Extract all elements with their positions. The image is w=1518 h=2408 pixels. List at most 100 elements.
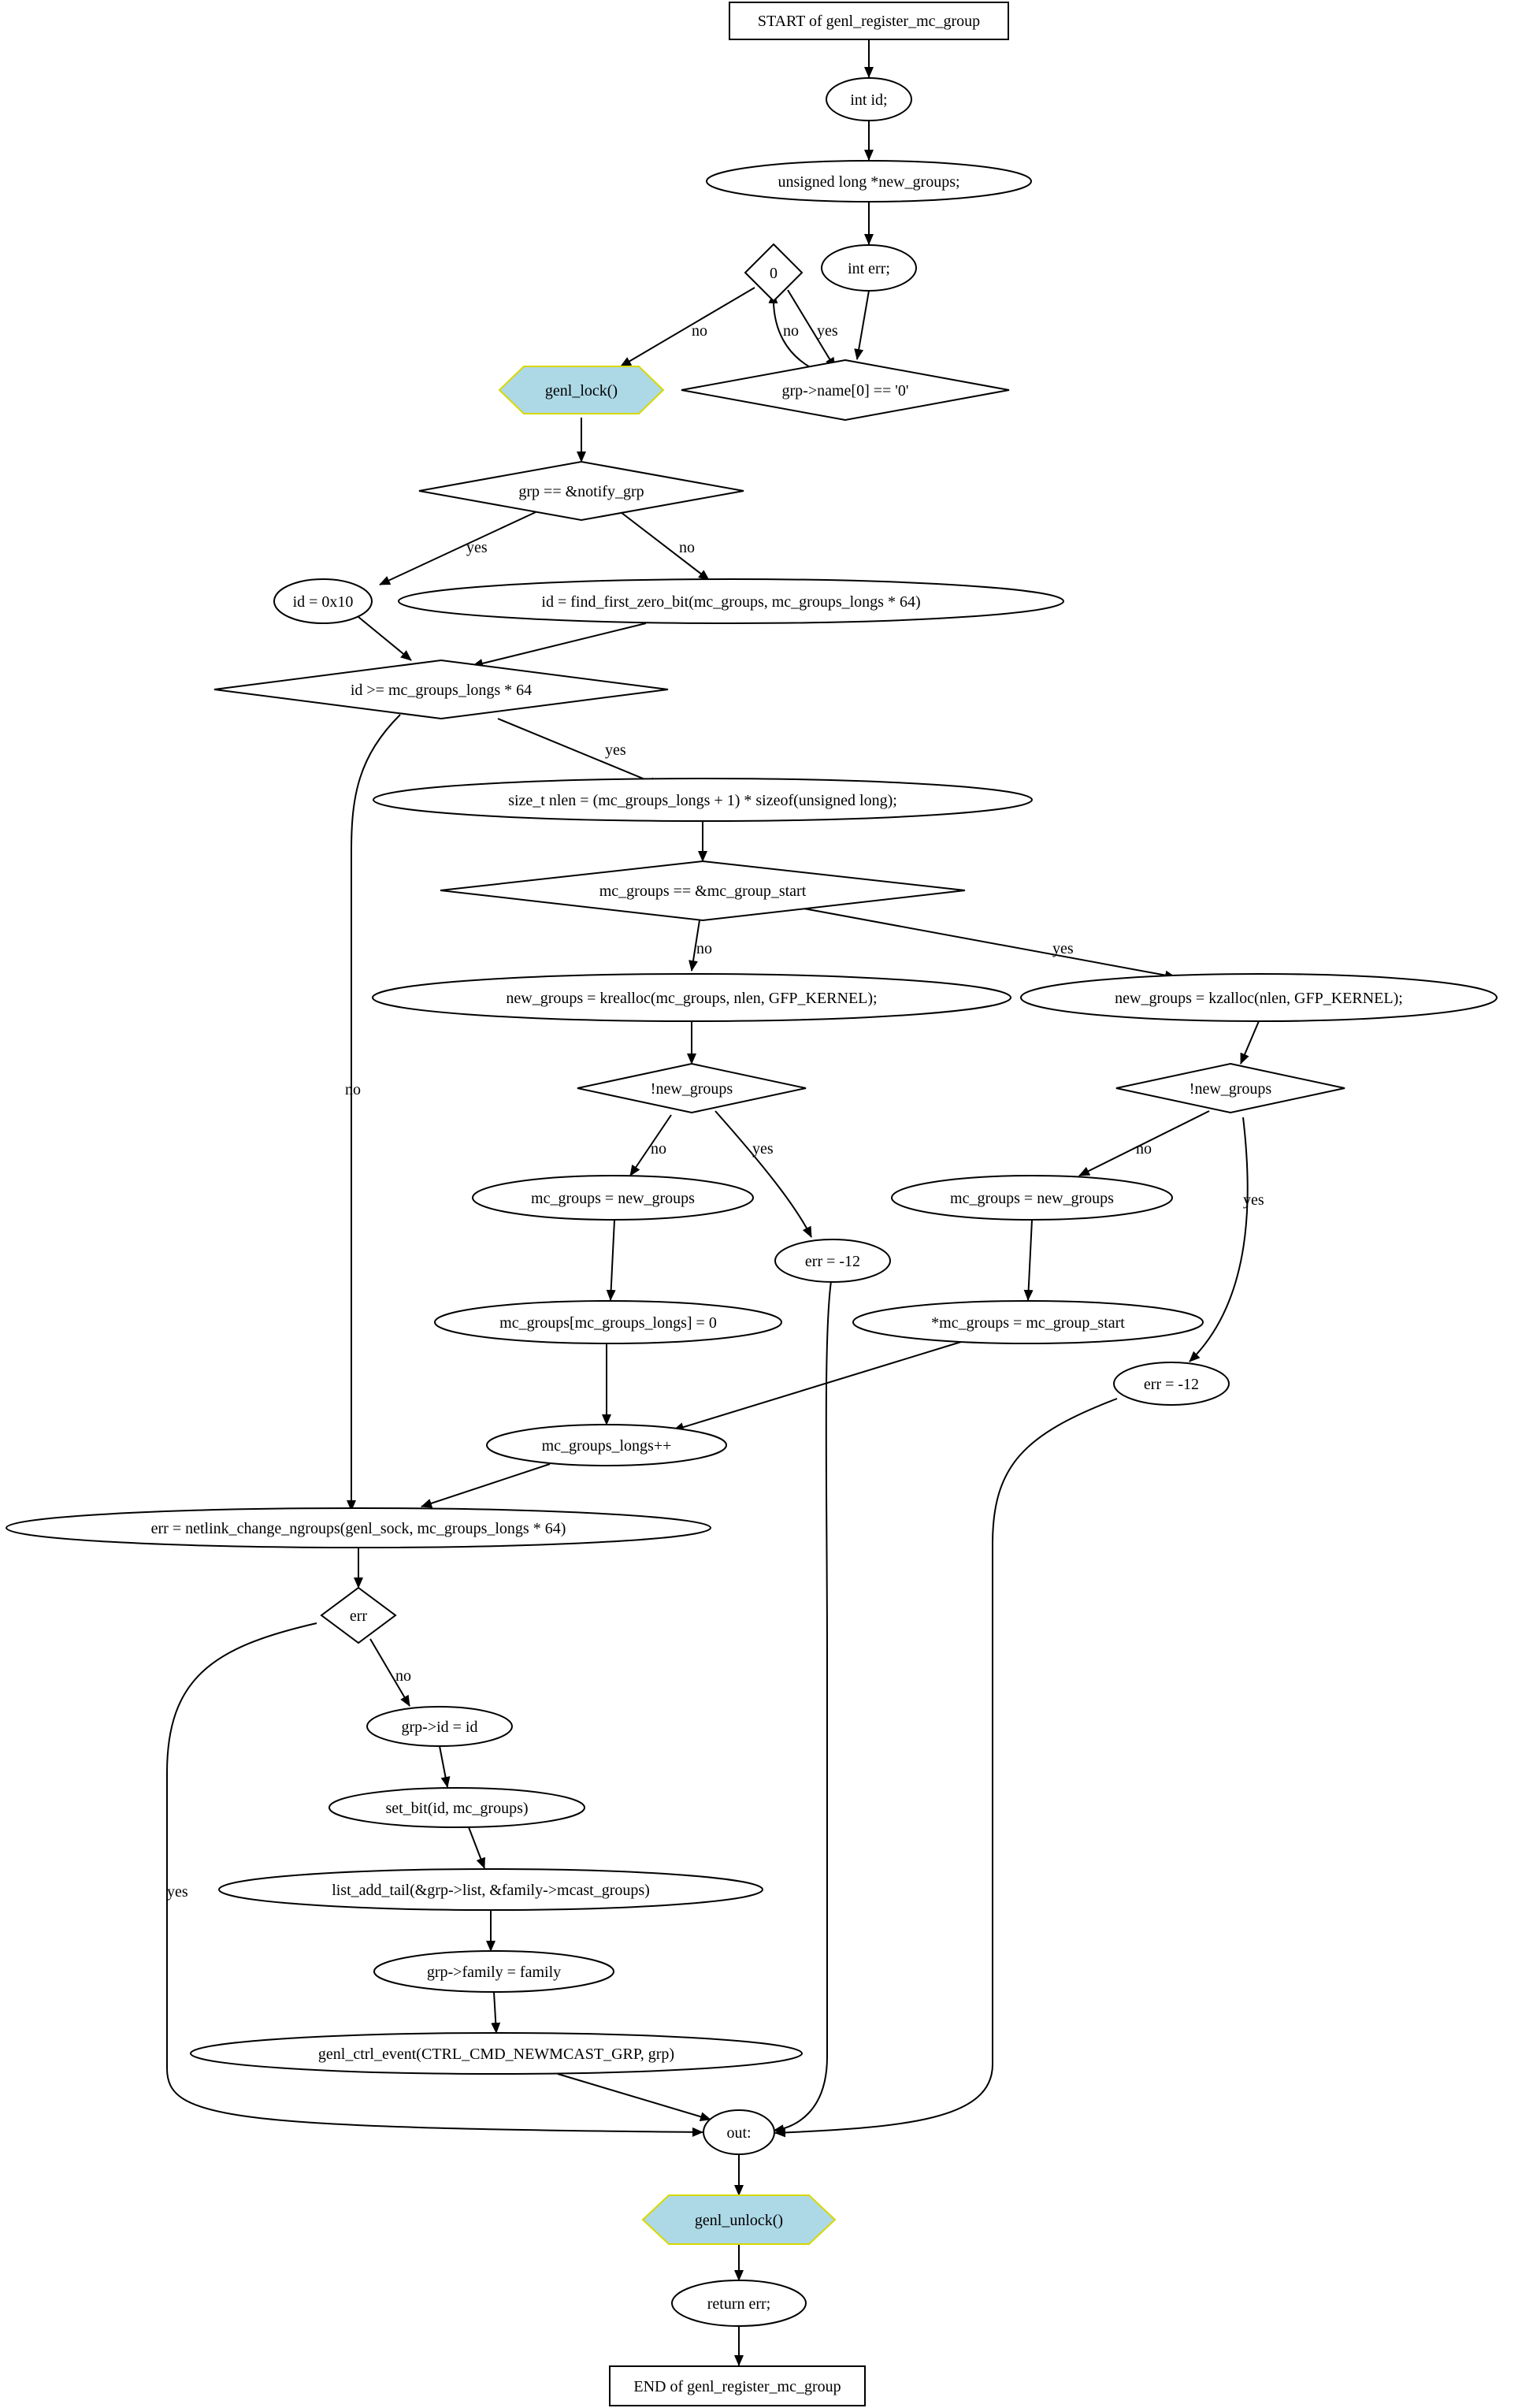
label-zero-no-lock: no: [692, 322, 707, 340]
edge-err-right-to-out: [774, 1398, 1118, 2138]
edge-grp-id-to-set-bit: [439, 1745, 451, 1788]
svg-text:list_add_tail(&grp->list, &fam: list_add_tail(&grp->list, &family->mcast…: [332, 1882, 650, 1899]
svg-text:unsigned long *new_groups;: unsigned long *new_groups;: [778, 173, 959, 191]
svg-text:START of genl_register_mc_grou: START of genl_register_mc_group: [758, 13, 980, 30]
edge-id-assign-to-compare: [358, 616, 412, 661]
node-err-left: err = -12: [774, 1239, 891, 1283]
node-ctrl-event: genl_ctrl_event(CTRL_CMD_NEWMCAST_GRP, g…: [190, 2032, 803, 2075]
svg-text:id >= mc_groups_longs * 64: id >= mc_groups_longs * 64: [351, 682, 532, 699]
node-end: END of genl_register_mc_group: [609, 2365, 866, 2406]
svg-text:grp->name[0] == '0': grp->name[0] == '0': [782, 382, 909, 399]
svg-text:genl_unlock(): genl_unlock(): [695, 2212, 783, 2229]
svg-text:END of genl_register_mc_group: END of genl_register_mc_group: [633, 2378, 841, 2395]
node-kzalloc: new_groups = kzalloc(nlen, GFP_KERNEL);: [1020, 973, 1498, 1022]
svg-text:id = 0x10: id = 0x10: [293, 593, 354, 611]
edge-id-find-to-compare: [472, 622, 647, 668]
edge-ngl-to-mc-groups-assign-left-no: [629, 1114, 672, 1176]
edge-grp-family-to-ctrl-event: [491, 1991, 501, 2034]
svg-text:mc_groups = new_groups: mc_groups = new_groups: [531, 1190, 695, 1207]
edge-name-check-to-zero-no: [768, 292, 812, 369]
node-genl-lock: genl_lock(): [498, 366, 665, 414]
node-start: START of genl_register_mc_group: [729, 2, 1009, 40]
node-nlen-assign: size_t nlen = (mc_groups_longs + 1) * si…: [373, 778, 1033, 822]
node-mc-groups-zero: mc_groups[mc_groups_longs] = 0: [434, 1300, 782, 1344]
node-longs-inc: mc_groups_longs++: [486, 1424, 727, 1466]
node-set-bit: set_bit(id, mc_groups): [328, 1787, 585, 1828]
svg-text:set_bit(id, mc_groups): set_bit(id, mc_groups): [385, 1800, 528, 1817]
svg-text:grp->family = family: grp->family = family: [427, 1964, 561, 1981]
node-id-assign: id = 0x10: [273, 578, 373, 624]
label-notify-yes: yes: [466, 539, 488, 556]
label-err-yes: yes: [167, 1883, 188, 1901]
label-ngr-no: no: [1136, 1140, 1152, 1158]
edge-notify-to-id-assign-yes: [379, 511, 536, 585]
svg-text:id = find_first_zero_bit(mc_gr: id = find_first_zero_bit(mc_groups, mc_g…: [541, 593, 920, 611]
node-int-id: int id;: [826, 77, 912, 121]
label-compare-yes: yes: [605, 741, 626, 759]
svg-text:grp->id = id: grp->id = id: [402, 1719, 478, 1736]
label-zero-yes: yes: [817, 322, 838, 340]
node-int-err: int err;: [821, 244, 917, 292]
label-ngl-yes: yes: [752, 1140, 774, 1158]
label-notify-no: no: [679, 539, 695, 556]
svg-text:!new_groups: !new_groups: [651, 1080, 733, 1098]
label-start-yes: yes: [1052, 940, 1074, 957]
edges: [166, 39, 1260, 2366]
node-id-find: id = find_first_zero_bit(mc_groups, mc_g…: [398, 578, 1064, 624]
edge-start-copy-to-longs-inc: [673, 1341, 962, 1432]
node-mc-groups-start-copy: *mc_groups = mc_group_start: [852, 1300, 1204, 1344]
svg-text:err = -12: err = -12: [1144, 1376, 1199, 1393]
edge-labels: no yes no yes no yes no no yes no yes no…: [167, 322, 1264, 1901]
edge-err-check-to-grp-id-no: [369, 1638, 410, 1707]
edge-compare-to-change-ngroups-no: [347, 714, 401, 1511]
node-change-ngroups: err = netlink_change_ngroups(genl_sock, …: [6, 1507, 711, 1548]
svg-text:grp == &notify_grp: grp == &notify_grp: [518, 483, 644, 500]
node-mc-groups-assign-left: mc_groups = new_groups: [472, 1175, 754, 1221]
label-name-no: no: [783, 322, 799, 340]
svg-text:mc_groups = new_groups: mc_groups = new_groups: [950, 1190, 1114, 1207]
edge-int-err-to-name-check: [854, 290, 870, 360]
node-grp-name-check: grp->name[0] == '0': [681, 359, 1010, 422]
node-genl-unlock: genl_unlock(): [641, 2194, 837, 2245]
node-id-compare: id >= mc_groups_longs * 64: [213, 659, 669, 720]
svg-text:*mc_groups = mc_group_start: *mc_groups = mc_group_start: [931, 1314, 1125, 1332]
svg-text:new_groups = krealloc(mc_group: new_groups = krealloc(mc_groups, nlen, G…: [506, 990, 877, 1007]
svg-text:return err;: return err;: [707, 2295, 771, 2313]
label-ngl-no: no: [651, 1140, 666, 1158]
svg-text:int err;: int err;: [848, 260, 890, 277]
edge-compare-to-nlen-yes: [497, 718, 661, 786]
label-err-no: no: [395, 1667, 411, 1685]
node-new-groups-decl: unsigned long *new_groups;: [706, 160, 1032, 203]
svg-text:size_t nlen = (mc_groups_longs: size_t nlen = (mc_groups_longs + 1) * si…: [508, 792, 897, 809]
edge-kzalloc-to-ngr: [1240, 1020, 1260, 1065]
svg-text:out:: out:: [726, 2124, 751, 2142]
edge-start-check-to-krealloc-no: [688, 920, 700, 972]
node-err-check: err: [320, 1586, 397, 1644]
edge-longs-inc-to-change-ngroups: [421, 1463, 551, 1508]
svg-text:genl_lock(): genl_lock(): [545, 382, 618, 399]
node-err-right: err = -12: [1113, 1362, 1230, 1406]
node-out: out:: [703, 2109, 775, 2155]
edge-start-check-to-kzalloc-yes: [799, 907, 1176, 980]
svg-text:mc_groups[mc_groups_longs] = 0: mc_groups[mc_groups_longs] = 0: [499, 1314, 717, 1332]
svg-text:0: 0: [770, 265, 778, 282]
node-list-add-tail: list_add_tail(&grp->list, &family->mcast…: [218, 1868, 763, 1911]
svg-text:err: err: [350, 1607, 368, 1625]
svg-text:err = netlink_change_ngroups(g: err = netlink_change_ngroups(genl_sock, …: [151, 1520, 566, 1537]
node-return-err: return err;: [671, 2280, 807, 2327]
label-start-no: no: [696, 940, 712, 957]
label-ngr-yes: yes: [1243, 1191, 1264, 1209]
edge-err-check-to-out-yes: [166, 1622, 703, 2137]
svg-text:err = -12: err = -12: [805, 1253, 860, 1270]
node-new-groups-check-left: !new_groups: [577, 1062, 807, 1114]
edge-set-bit-to-list-add: [468, 1826, 485, 1869]
node-grp-notify-check: grp == &notify_grp: [418, 460, 744, 522]
edge-zero-to-genl-lock-no: [620, 287, 755, 367]
edge-mc-groups-assign-right-to-start-copy: [1023, 1219, 1034, 1301]
svg-text:genl_ctrl_event(CTRL_CMD_NEWMC: genl_ctrl_event(CTRL_CMD_NEWMCAST_GRP, g…: [318, 2046, 674, 2063]
edge-ngr-to-mc-groups-assign-right-no: [1078, 1110, 1210, 1176]
edge-err-left-to-out: [773, 1280, 832, 2135]
node-mc-groups-start-check: mc_groups == &mc_group_start: [440, 860, 966, 922]
edge-zero-to-name-check-yes: [787, 289, 836, 369]
